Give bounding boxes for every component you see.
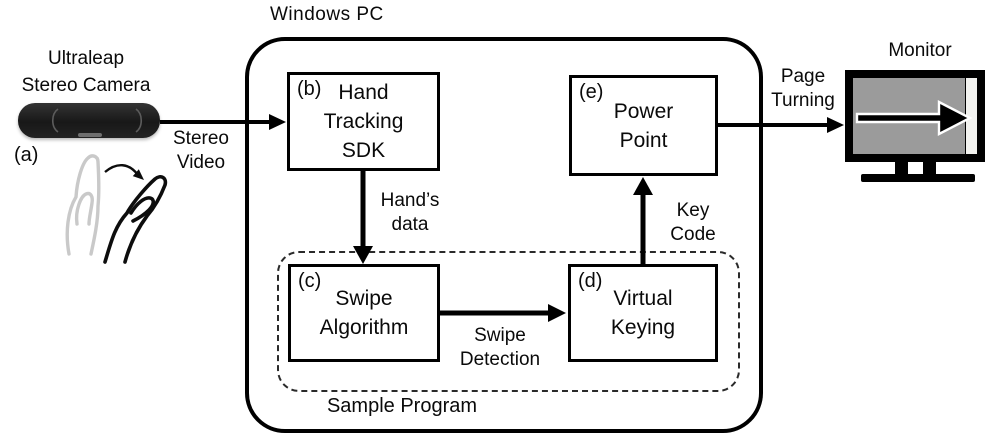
windows-pc-title: Windows PC — [270, 4, 384, 25]
box-virtual-keying: (d) Virtual Keying — [568, 264, 718, 362]
swipe-detection-label: Swipe Detection — [459, 325, 541, 370]
ultraleap-camera-label: Ultraleap Stereo Camera — [21, 48, 151, 96]
camera-face-detail-icon — [51, 108, 143, 137]
box-d-name: Virtual Keying — [610, 287, 676, 339]
page-turning-label: Page Turning — [771, 66, 835, 111]
box-power-point: (e) Power Point — [569, 75, 718, 176]
swipe-hands-icon — [65, 154, 168, 264]
monitor-icon — [845, 70, 985, 162]
stereo-video-label: Stereo Video — [173, 128, 229, 173]
box-hand-tracking-sdk: (b) Hand Tracking SDK — [287, 72, 440, 171]
box-b-name: Hand Tracking SDK — [323, 81, 404, 162]
monitor-page-edge — [966, 78, 977, 154]
monitor-leg — [895, 161, 908, 175]
box-b-tag: (b) — [297, 78, 322, 100]
stereo-camera-device-icon — [18, 103, 160, 138]
monitor-leg — [923, 161, 936, 175]
box-swipe-algorithm: (c) Swipe Algorithm — [288, 264, 440, 362]
box-c-name: Swipe Algorithm — [319, 287, 409, 339]
camera-tag: (a) — [14, 144, 39, 166]
windows-pc-container — [245, 37, 763, 433]
box-d-tag: (d) — [578, 270, 603, 292]
monitor-label: Monitor — [888, 40, 952, 61]
box-c-tag: (c) — [298, 270, 322, 292]
monitor-base — [861, 174, 975, 182]
key-code-label: Key Code — [670, 200, 716, 245]
page-turn-arrow-icon — [855, 100, 973, 136]
hands-data-label: Hand’s data — [380, 190, 440, 235]
sample-program-group — [277, 251, 740, 392]
box-e-name: Power Point — [613, 99, 674, 152]
sample-program-label: Sample Program — [326, 395, 478, 417]
box-e-tag: (e) — [579, 81, 604, 103]
